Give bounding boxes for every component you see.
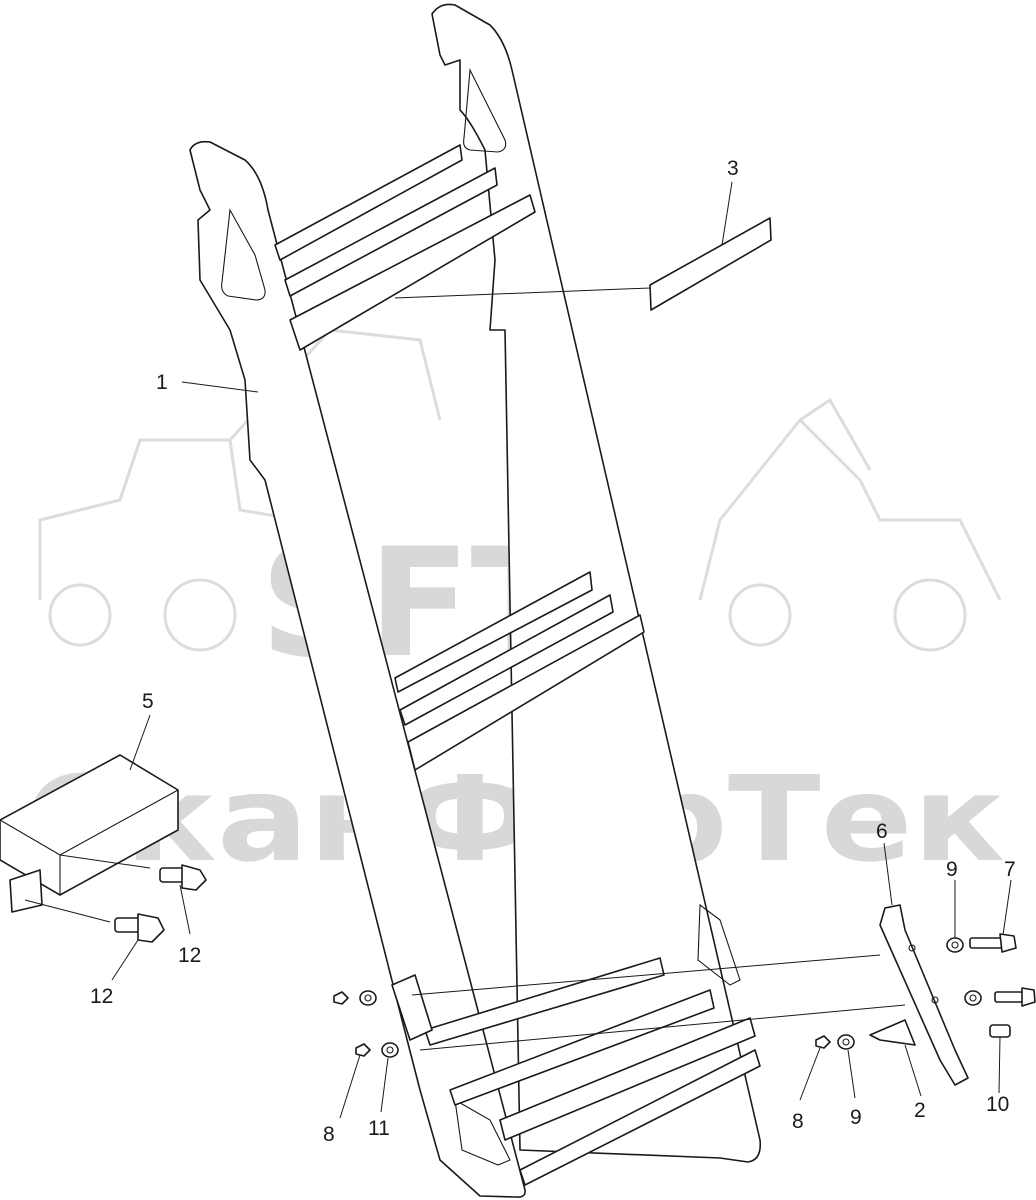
leader-lines	[111, 181, 1012, 1119]
callout-3: 3	[727, 157, 739, 180]
watermark-tractor-right-icon	[698, 397, 1002, 652]
callout-8-left: 8	[323, 1123, 335, 1146]
ladder-step-top	[274, 144, 536, 351]
label-sticker	[649, 217, 772, 311]
callout-12-right: 12	[178, 944, 201, 967]
nut-8-upper-left	[333, 991, 349, 1005]
bolt-7-lower	[994, 987, 1036, 1007]
bracket-hole	[931, 996, 939, 1004]
assembly-lines	[24, 854, 906, 1051]
cover-part	[0, 754, 179, 896]
bracket-hole	[908, 944, 916, 952]
washer-11-upper	[359, 990, 377, 1006]
callouts: 1 2 3 5 6 7 8 8 9 9 10 11 12 12	[90, 157, 1016, 1146]
nut-8-lower-left	[355, 1043, 371, 1057]
bolt-12-lower	[114, 913, 165, 943]
callout-10: 10	[986, 1093, 1009, 1116]
callout-7: 7	[1004, 858, 1016, 881]
ladder-step-bottom	[424, 957, 761, 1186]
callout-8-right: 8	[792, 1110, 804, 1133]
ladder-front-rail	[189, 140, 741, 1198]
bolt-7-upper	[969, 933, 1017, 953]
callout-11: 11	[368, 1117, 390, 1140]
washer-9-upper	[946, 937, 964, 953]
nut-8-right	[815, 1035, 831, 1049]
callout-9-lower: 9	[850, 1106, 862, 1129]
callout-9-upper: 9	[946, 858, 958, 881]
callout-6: 6	[876, 820, 888, 843]
mounting-bracket	[879, 904, 969, 1086]
bolt-12-upper	[159, 864, 207, 891]
ladder-step-middle	[394, 571, 645, 771]
washer-11-lower	[381, 1042, 399, 1058]
screw-10	[989, 1024, 1011, 1038]
hook-part	[869, 1019, 916, 1046]
callout-12-left: 12	[90, 985, 113, 1008]
callout-5: 5	[142, 690, 154, 713]
washer-9-middle	[964, 990, 982, 1006]
clamp-plate	[391, 974, 433, 1041]
washer-9-lower	[837, 1034, 855, 1050]
callout-2: 2	[914, 1099, 926, 1122]
callout-1: 1	[156, 371, 168, 394]
